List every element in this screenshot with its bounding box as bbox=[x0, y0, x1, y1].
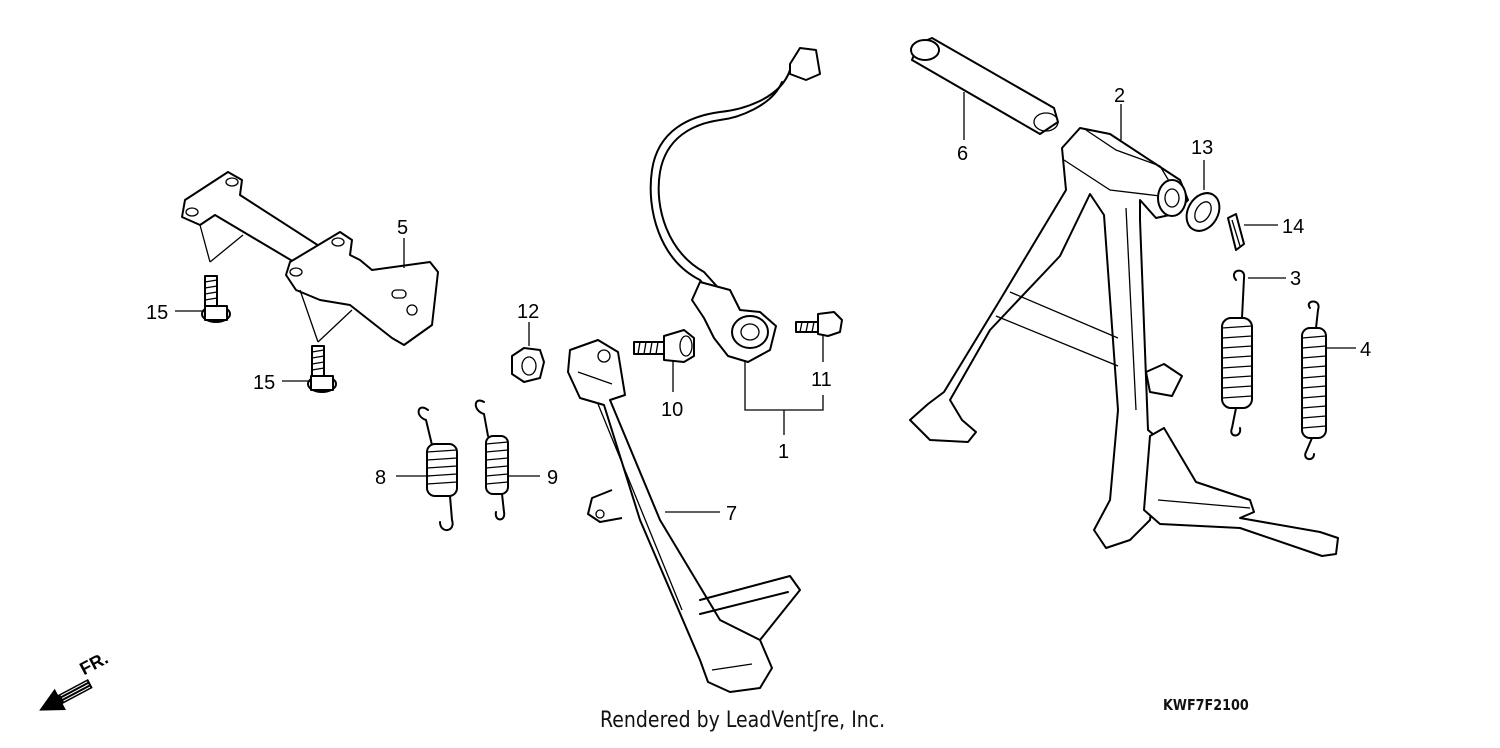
spring-part-4 bbox=[1301, 300, 1327, 460]
leader-lines bbox=[175, 92, 1356, 513]
callout-2: 2 bbox=[1114, 85, 1125, 107]
diagram-reference-code: KWF7F2100 bbox=[1163, 696, 1249, 714]
spring-part-8 bbox=[417, 406, 458, 531]
cotter-pin-part-14 bbox=[1227, 213, 1245, 251]
spring-part-3 bbox=[1221, 269, 1253, 437]
callout-14: 14 bbox=[1282, 216, 1304, 238]
washer-part-13 bbox=[1185, 192, 1221, 232]
main-stand-pipe-part-6 bbox=[910, 37, 1059, 135]
front-direction-label: FR. bbox=[76, 652, 111, 679]
callout-11: 11 bbox=[811, 369, 832, 391]
callout-15-upper: 15 bbox=[146, 302, 168, 324]
callout-5: 5 bbox=[397, 217, 408, 239]
callout-7: 7 bbox=[726, 503, 737, 525]
flange-bolt-part-15-upper bbox=[201, 275, 231, 323]
rendered-by-credit: Rendered by LeadVentʃre, Inc. bbox=[600, 708, 886, 733]
callout-3: 3 bbox=[1290, 268, 1301, 290]
flange-bolt-part-15-lower bbox=[307, 345, 337, 393]
callout-15-lower: 15 bbox=[253, 372, 275, 394]
nut-part-12 bbox=[511, 347, 545, 383]
callout-9: 9 bbox=[547, 467, 558, 489]
spring-part-9 bbox=[474, 399, 509, 521]
callout-6: 6 bbox=[957, 143, 968, 165]
callouts: 1 2 3 4 5 6 7 8 9 10 11 12 13 14 15 15 bbox=[146, 85, 1371, 525]
side-stand-switch-part-1 bbox=[649, 47, 821, 363]
callout-1: 1 bbox=[778, 441, 789, 463]
side-stand-part-7 bbox=[567, 339, 801, 693]
callout-13: 13 bbox=[1191, 137, 1213, 159]
stand-bracket-part-5 bbox=[181, 171, 439, 346]
callout-8: 8 bbox=[375, 467, 386, 489]
front-direction-arrow-icon: FR. bbox=[39, 652, 111, 711]
callout-12: 12 bbox=[517, 301, 539, 323]
callout-4: 4 bbox=[1360, 339, 1371, 361]
screw-part-11 bbox=[795, 311, 843, 337]
callout-10: 10 bbox=[661, 399, 683, 421]
pivot-bolt-part-10 bbox=[633, 329, 695, 363]
main-stand-part-2 bbox=[909, 127, 1339, 557]
